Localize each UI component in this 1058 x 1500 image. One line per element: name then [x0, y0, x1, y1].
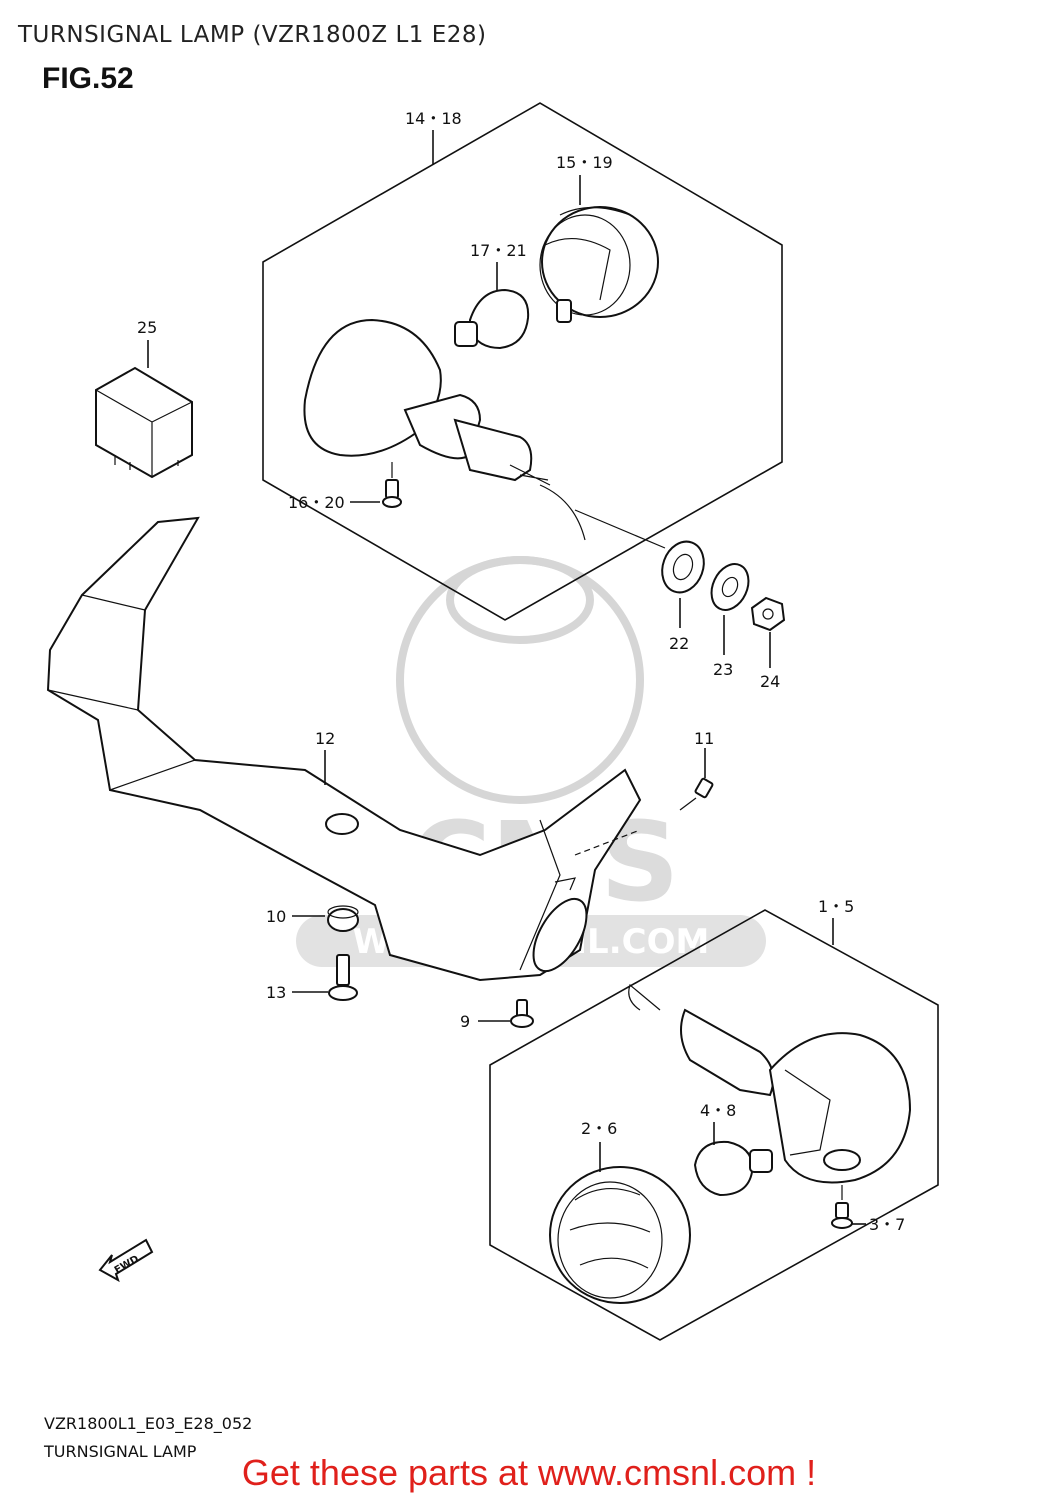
diagram-subtitle: TURNSIGNAL LAMP: [44, 1442, 197, 1461]
callout-24: 24: [760, 672, 780, 691]
promo-link[interactable]: Get these parts at www.cmsnl.com !: [241, 1452, 817, 1493]
screw-16-20: [382, 462, 402, 508]
assembly-guide-line: [574, 509, 666, 549]
callout-17-21: 17・21: [470, 241, 527, 260]
callout-11: 11: [694, 729, 714, 748]
front-lamp-assembly-outline: [489, 909, 939, 1341]
forward-direction-marker: FWD: [98, 1238, 154, 1283]
callout-13: 13: [266, 983, 286, 1002]
callout-10: 10: [266, 907, 286, 926]
callout-12: 12: [315, 729, 335, 748]
diagram-code: VZR1800L1_E03_E28_052: [44, 1414, 253, 1433]
rear-lamp-housing: [303, 318, 586, 541]
rear-lamp-assembly-outline: [262, 102, 783, 621]
callout-23: 23: [713, 660, 733, 679]
callout-16-20: 16・20: [288, 493, 345, 512]
bulb-4-8: [693, 1140, 773, 1197]
page-title: TURNSIGNAL LAMP (VZR1800Z L1 E28): [18, 22, 487, 48]
callout-9: 9: [460, 1012, 470, 1031]
callout-3-7: 3・7: [869, 1215, 905, 1234]
callout-25: 25: [137, 318, 157, 337]
nut-24: [750, 596, 786, 632]
lens-15-19: [539, 206, 659, 323]
callout-2-6: 2・6: [581, 1119, 617, 1138]
screw-9: [510, 999, 534, 1028]
washer-23: [710, 563, 750, 611]
lens-2-6: [549, 1166, 691, 1304]
bolt-13: [328, 954, 358, 1001]
front-lamp-housing: [628, 983, 912, 1184]
callout-4-8: 4・8: [700, 1101, 736, 1120]
relay-25: [95, 366, 193, 479]
bracket-12: [46, 516, 642, 982]
screw-11: [679, 777, 714, 811]
bulb-17-21: [454, 288, 530, 350]
spacer-22: [661, 540, 705, 594]
screw-3-7: [831, 1185, 853, 1229]
callout-1-5: 1・5: [818, 897, 854, 916]
grommet-10: [327, 905, 359, 932]
callout-14-18: 14・18: [405, 109, 462, 128]
callout-15-19: 15・19: [556, 153, 613, 172]
figure-number: FIG.52: [42, 62, 134, 95]
callout-22: 22: [669, 634, 689, 653]
